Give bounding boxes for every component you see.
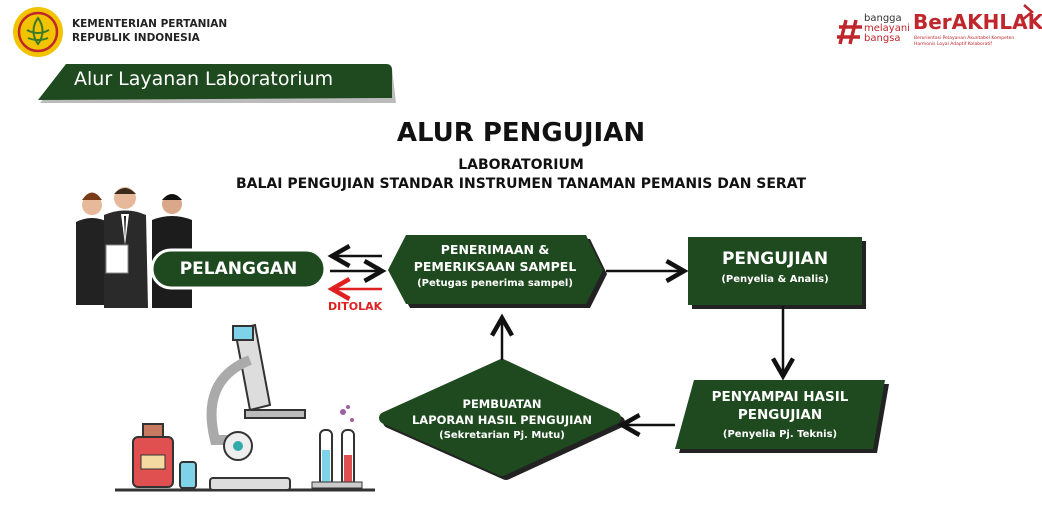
bangga-melayani-bangsa-logo: bangga melayani bangsa bbox=[864, 14, 910, 44]
step-title: PEMERIKSAAN SAMPEL bbox=[413, 259, 577, 274]
step-3-shape bbox=[675, 380, 885, 449]
customer-shape bbox=[150, 248, 327, 290]
ministry-name-line2: REPUBLIK INDONESIA bbox=[72, 32, 200, 44]
rejected-label: DITOLAK bbox=[328, 300, 383, 313]
step-title: PENERIMAAN & bbox=[440, 242, 550, 257]
step-title: PENGUJIAN bbox=[721, 249, 829, 269]
bangga-hash-icon bbox=[837, 19, 862, 45]
customer-label: PELANGGAN bbox=[179, 259, 298, 279]
step-receiving: PENERIMAAN & PEMERIKSAAN SAMPEL (Petugas… bbox=[395, 241, 595, 292]
banner-title: Alur Layanan Laboratorium bbox=[74, 68, 334, 90]
step-title: LAPORAN HASIL PENGUJIAN bbox=[411, 413, 592, 427]
diagram-subtitle-1: LABORATORIUM bbox=[458, 157, 584, 173]
step-2-shape bbox=[688, 237, 862, 305]
banner-shape bbox=[38, 64, 396, 103]
diagram-subtitle-2: BALAI PENGUJIAN STANDAR INSTRUMEN TANAMA… bbox=[235, 176, 807, 192]
step-title: PENGUJIAN bbox=[737, 407, 823, 423]
berakhlak-tagline-2: Harmonis Loyal Adaptif Kolaboratif bbox=[914, 42, 993, 47]
melayani-word: melayani bbox=[864, 23, 910, 34]
step-role: (Penyelia & Analis) bbox=[721, 274, 829, 285]
bangga-word: bangga bbox=[864, 13, 902, 24]
ministry-name-line1: KEMENTERIAN PERTANIAN bbox=[72, 18, 228, 30]
step-report: PEMBUATAN LAPORAN HASIL PENGUJIAN (Sekre… bbox=[392, 396, 612, 444]
berakhlak-tagline-1: Berorientasi Pelayanan Akuntabel Kompete… bbox=[914, 36, 1015, 41]
bangsa-word: bangsa bbox=[864, 33, 901, 44]
berakhlak-tagline: Berorientasi Pelayanan Akuntabel Kompete… bbox=[914, 36, 1014, 48]
step-delivery: PENYAMPAI HASIL PENGUJIAN (Penyelia Pj. … bbox=[680, 388, 880, 444]
berakhlak-logo: BerAKHLAK bbox=[913, 10, 1042, 34]
step-title: PEMBUATAN bbox=[462, 397, 542, 411]
step-role: (Sekretarian Pj. Mutu) bbox=[439, 430, 565, 441]
step-role: (Petugas penerima sampel) bbox=[417, 278, 573, 289]
ministry-logo bbox=[13, 7, 63, 57]
step-4-shape bbox=[379, 359, 621, 476]
diagram-title: ALUR PENGUJIAN bbox=[396, 118, 646, 148]
step-1-shape bbox=[388, 235, 603, 304]
customers-illustration bbox=[76, 187, 192, 308]
step-testing: PENGUJIAN (Penyelia & Analis) bbox=[688, 249, 862, 285]
step-title: PENYAMPAI HASIL bbox=[711, 389, 849, 405]
laboratory-illustration bbox=[115, 323, 375, 492]
step-role: (Penyelia Pj. Teknis) bbox=[722, 429, 838, 440]
